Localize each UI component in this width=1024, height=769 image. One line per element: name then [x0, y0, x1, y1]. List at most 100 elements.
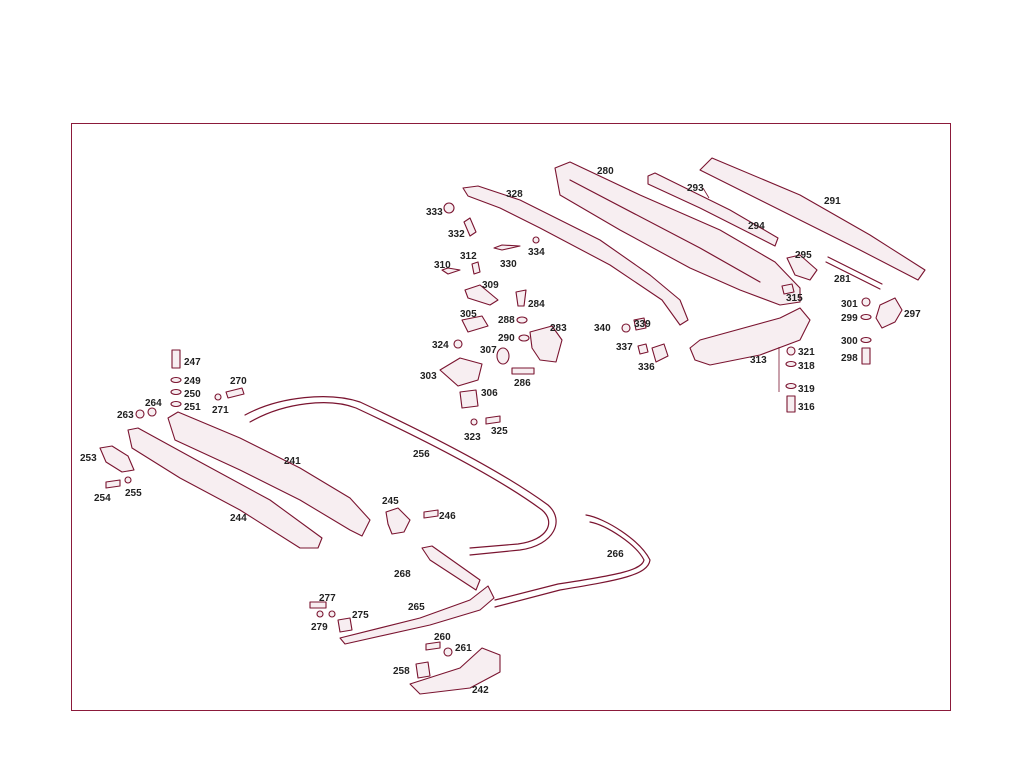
- trim-256: [244, 396, 557, 556]
- bolt-298: [861, 347, 871, 365]
- label-261: 261: [455, 643, 472, 654]
- label-337: 337: [616, 342, 633, 353]
- label-303: 303: [420, 371, 437, 382]
- label-250: 250: [184, 389, 201, 400]
- label-324: 324: [432, 340, 449, 351]
- label-263: 263: [117, 410, 134, 421]
- label-256: 256: [413, 449, 430, 460]
- bolt-316: [786, 395, 796, 413]
- bumper-241: [167, 411, 371, 537]
- block-306: [459, 389, 479, 409]
- label-242: 242: [472, 685, 489, 696]
- bracket-309: [464, 284, 499, 306]
- label-333: 333: [426, 207, 443, 218]
- label-254: 254: [94, 493, 111, 504]
- bolt-246: [423, 509, 439, 519]
- label-277: 277: [319, 593, 336, 604]
- bracket-268: [421, 545, 481, 591]
- label-299: 299: [841, 313, 858, 324]
- screw-312: [471, 261, 481, 275]
- label-264: 264: [145, 398, 162, 409]
- nut-275b: [337, 617, 353, 633]
- bolt-284: [515, 289, 527, 307]
- washer-340: [621, 323, 631, 333]
- washer-249: [170, 376, 182, 384]
- rubber-strip-294: [647, 172, 779, 247]
- block-305: [461, 315, 489, 333]
- washer-271: [214, 393, 222, 401]
- label-291: 291: [824, 196, 841, 207]
- label-315: 315: [786, 293, 803, 304]
- label-328: 328: [506, 189, 523, 200]
- diagram-frame: [71, 123, 951, 711]
- washer-279: [316, 610, 324, 618]
- label-306: 306: [481, 388, 498, 399]
- label-251: 251: [184, 402, 201, 413]
- label-270: 270: [230, 376, 247, 387]
- bolt-325: [485, 415, 501, 425]
- label-321: 321: [798, 347, 815, 358]
- label-288: 288: [498, 315, 515, 326]
- washer-318: [785, 360, 797, 368]
- bolt-270: [225, 387, 245, 399]
- bracket-253: [99, 445, 135, 473]
- label-305: 305: [460, 309, 477, 320]
- label-249: 249: [184, 376, 201, 387]
- label-265: 265: [408, 602, 425, 613]
- label-332: 332: [448, 229, 465, 240]
- washer-261: [443, 647, 453, 657]
- label-293: 293: [687, 183, 704, 194]
- strip-281: [825, 256, 883, 290]
- label-286: 286: [514, 378, 531, 389]
- corner-242: [409, 647, 501, 695]
- washer-319: [785, 382, 797, 390]
- nut-258: [415, 661, 431, 679]
- label-298: 298: [841, 353, 858, 364]
- washer-255: [124, 476, 132, 484]
- label-283: 283: [550, 323, 567, 334]
- washer-334: [532, 236, 540, 244]
- label-279: 279: [311, 622, 328, 633]
- nut-264: [147, 407, 157, 417]
- label-310: 310: [434, 260, 451, 271]
- washer-290: [518, 334, 530, 342]
- nut-263: [135, 409, 145, 419]
- nut-336: [651, 343, 669, 363]
- screw-330: [493, 244, 521, 251]
- label-336: 336: [638, 362, 655, 373]
- label-258: 258: [393, 666, 410, 677]
- bumper-end-313: [689, 307, 811, 366]
- label-330: 330: [500, 259, 517, 270]
- washer-275: [328, 610, 336, 618]
- label-323: 323: [464, 432, 481, 443]
- label-307: 307: [480, 345, 497, 356]
- label-253: 253: [80, 453, 97, 464]
- washer-324: [453, 339, 463, 349]
- label-245: 245: [382, 496, 399, 507]
- label-340: 340: [594, 323, 611, 334]
- label-241: 241: [284, 456, 301, 467]
- label-325: 325: [491, 426, 508, 437]
- label-297: 297: [904, 309, 921, 320]
- label-295: 295: [795, 250, 812, 261]
- label-312: 312: [460, 251, 477, 262]
- label-271: 271: [212, 405, 229, 416]
- washer-251: [170, 400, 182, 408]
- label-334: 334: [528, 247, 545, 258]
- label-246: 246: [439, 511, 456, 522]
- washer-300: [860, 336, 872, 344]
- bumper-shell-280: [554, 161, 801, 306]
- label-247: 247: [184, 357, 201, 368]
- label-280: 280: [597, 166, 614, 177]
- washer-299: [860, 313, 872, 321]
- label-309: 309: [482, 280, 499, 291]
- pad-295: [786, 254, 818, 281]
- bolt-332: [463, 217, 477, 237]
- screw-310: [441, 267, 461, 275]
- bolt-247: [171, 349, 181, 369]
- bolt-254: [105, 479, 121, 489]
- label-281: 281: [834, 274, 851, 285]
- clip-337: [637, 343, 649, 355]
- label-294: 294: [748, 221, 765, 232]
